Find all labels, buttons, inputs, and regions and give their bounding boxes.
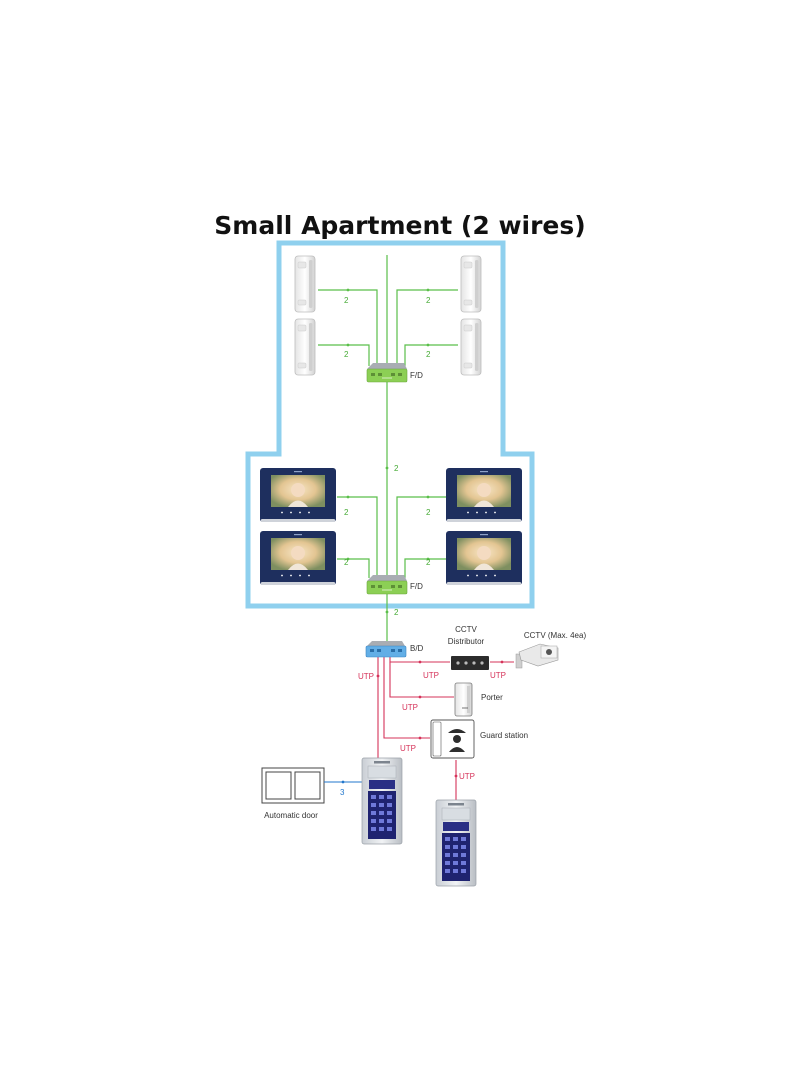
floor-distributor-bottom bbox=[366, 574, 408, 595]
wire-count: 2 bbox=[344, 558, 349, 567]
lobby-panel-guard bbox=[435, 799, 477, 887]
handset-phone bbox=[460, 255, 482, 313]
fd-top-label: F/D bbox=[410, 371, 423, 380]
video-monitor bbox=[446, 468, 522, 522]
wire-count: 2 bbox=[344, 296, 349, 305]
cctv-camera bbox=[515, 643, 559, 669]
wire-count: 2 bbox=[344, 508, 349, 517]
apartment-frame bbox=[245, 240, 535, 609]
guard-station-label: Guard station bbox=[480, 731, 528, 740]
video-monitor bbox=[446, 531, 522, 585]
video-monitor bbox=[260, 468, 336, 522]
utp-labels: UTP UTP UTP UTP UTP UTP bbox=[358, 671, 506, 781]
handset-phone bbox=[294, 318, 316, 376]
video-monitor bbox=[260, 531, 336, 585]
cctv-distributor bbox=[451, 656, 489, 670]
wire-count-labels: 2 2 2 2 2 2 2 2 2 2 bbox=[344, 296, 431, 617]
wire-count: 2 bbox=[426, 296, 431, 305]
fd-bottom-label: F/D bbox=[410, 582, 423, 591]
wire-count: 2 bbox=[426, 558, 431, 567]
door-wire-dot bbox=[341, 780, 345, 784]
two-wire-dots bbox=[346, 288, 430, 614]
wire-count: 2 bbox=[394, 464, 399, 473]
utp-label: UTP bbox=[400, 744, 416, 753]
wire-count: 2 bbox=[344, 350, 349, 359]
porter-phone bbox=[454, 682, 473, 717]
automatic-door bbox=[261, 767, 325, 804]
cctv-distributor-label-line1: CCTV bbox=[455, 625, 477, 634]
porter-label: Porter bbox=[481, 693, 503, 702]
bd-label: B/D bbox=[410, 644, 424, 653]
cctv-distributor-label-line2: Distributor bbox=[448, 637, 485, 646]
cctv-label: CCTV (Max. 4ea) bbox=[524, 631, 587, 640]
utp-label: UTP bbox=[459, 772, 475, 781]
utp-label: UTP bbox=[402, 703, 418, 712]
utp-dots bbox=[376, 660, 504, 778]
automatic-door-label: Automatic door bbox=[264, 811, 318, 820]
wire-count: 2 bbox=[426, 350, 431, 359]
utp-label: UTP bbox=[490, 671, 506, 680]
lobby-panel-main bbox=[361, 757, 403, 845]
door-wire-count: 3 bbox=[340, 788, 345, 797]
building-distributor bbox=[365, 641, 407, 658]
utp-label: UTP bbox=[423, 671, 439, 680]
two-wire-lines bbox=[318, 255, 458, 642]
wire-count: 2 bbox=[394, 608, 399, 617]
utp-label: UTP bbox=[358, 672, 374, 681]
wire-count: 2 bbox=[426, 508, 431, 517]
diagram-title: Small Apartment (2 wires) bbox=[214, 211, 585, 240]
handset-phone bbox=[294, 255, 316, 313]
guard-station bbox=[430, 719, 475, 759]
floor-distributor-top bbox=[366, 362, 408, 383]
handset-phone bbox=[460, 318, 482, 376]
